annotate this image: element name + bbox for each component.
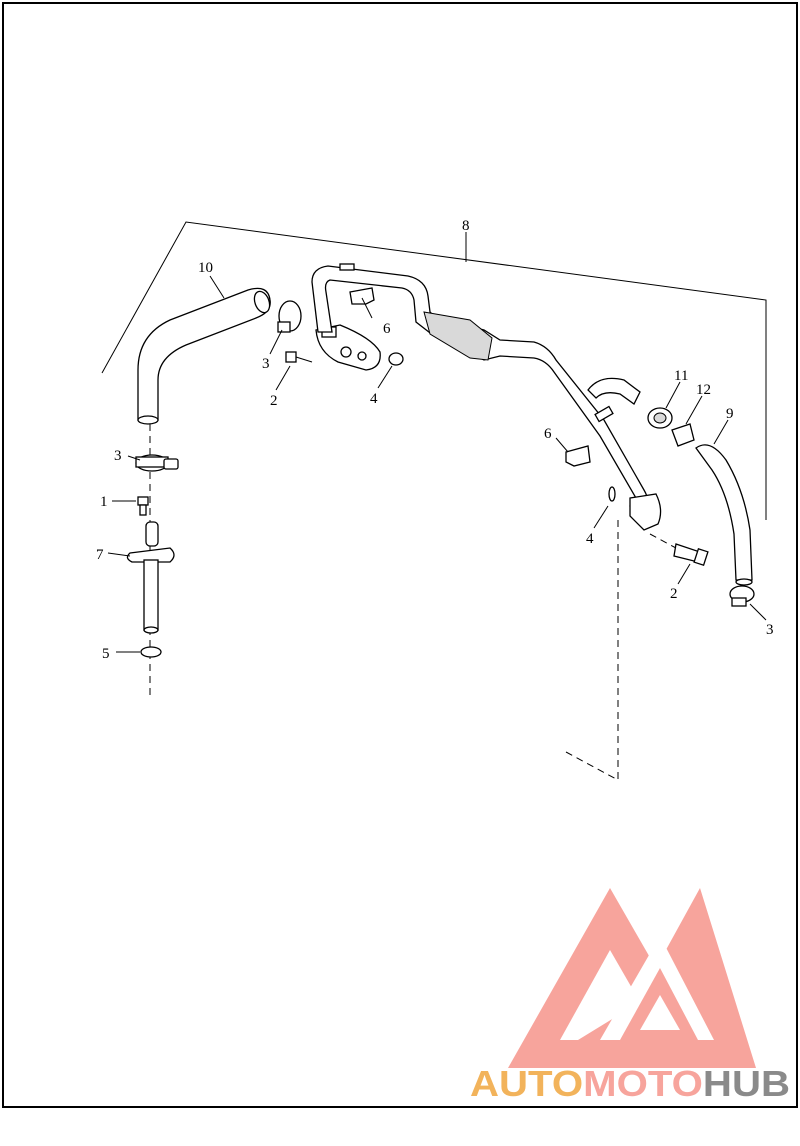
centerline-diagonal xyxy=(565,751,619,781)
clamp-3-upper xyxy=(277,300,302,333)
clip-6-upper xyxy=(349,287,375,305)
callout-9: 9 xyxy=(726,406,734,422)
o-ring-4-lower xyxy=(608,486,616,502)
screw-1 xyxy=(137,496,149,516)
callout-2-upper: 2 xyxy=(270,393,278,409)
pipe-end-fitting xyxy=(629,493,662,531)
callout-6-upper: 6 xyxy=(383,321,391,337)
callout-10: 10 xyxy=(198,260,213,276)
callout-4-upper: 4 xyxy=(370,391,378,407)
assembly-bracket-line xyxy=(101,221,767,520)
hose-10 xyxy=(137,287,271,425)
watermark-moto: MOTO xyxy=(583,1063,703,1104)
clamp-3-right xyxy=(729,585,755,607)
o-ring-4-upper xyxy=(388,352,404,366)
callout-6-lower: 6 xyxy=(544,426,552,442)
callout-3-right: 3 xyxy=(766,622,774,638)
watermark-logo xyxy=(508,888,756,1068)
callout-3-upper: 3 xyxy=(262,356,270,372)
o-ring-5 xyxy=(140,646,162,658)
callout-2-lower: 2 xyxy=(670,586,678,602)
callout-12: 12 xyxy=(696,382,711,398)
hose-9 xyxy=(695,444,753,586)
clamp-3-left xyxy=(135,454,179,472)
callout-labels: 8 10 6 3 2 4 3 1 7 5 6 4 2 11 12 9 3 xyxy=(96,218,774,662)
bolt-2-upper xyxy=(285,351,313,363)
callout-3-left: 3 xyxy=(114,448,122,464)
watermark-hub: HUB xyxy=(703,1063,790,1104)
callout-1: 1 xyxy=(100,494,108,510)
diagram-frame xyxy=(2,2,798,1108)
callout-11: 11 xyxy=(674,368,688,384)
clip-6-lower xyxy=(565,445,591,467)
bolt-2-lower xyxy=(649,533,709,567)
watermark-auto: AUTO xyxy=(470,1063,583,1104)
callout-7: 7 xyxy=(96,547,104,563)
hose-upper-right xyxy=(587,377,641,405)
callout-8: 8 xyxy=(462,218,470,234)
callout-4-lower: 4 xyxy=(586,531,594,547)
callout-5: 5 xyxy=(102,646,110,662)
sleeve-12 xyxy=(671,423,695,447)
clamp-11 xyxy=(647,407,673,429)
leader-lines xyxy=(107,232,767,653)
tube-7 xyxy=(126,521,175,634)
